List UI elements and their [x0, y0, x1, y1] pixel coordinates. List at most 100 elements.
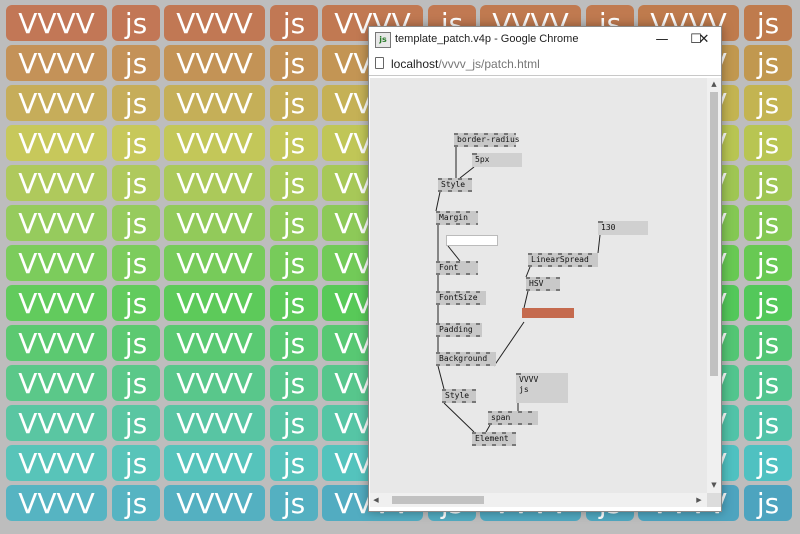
tile-js: js	[112, 325, 160, 361]
tile-vvvv: VVVV	[164, 405, 265, 441]
patch-link	[523, 290, 529, 309]
tile-vvvv: VVVV	[164, 85, 265, 121]
tile-js: js	[270, 5, 318, 41]
scroll-right-arrow-icon[interactable]: ▶	[696, 496, 702, 504]
vertical-scroll-thumb[interactable]	[710, 92, 718, 376]
tile-js: js	[112, 405, 160, 441]
iobox-5px[interactable]: 5px	[472, 153, 522, 167]
patch-link	[443, 402, 475, 433]
tile-vvvv: VVVV	[164, 205, 265, 241]
node-margin[interactable]: Margin	[436, 211, 478, 225]
tile-vvvv: VVVV	[164, 485, 265, 521]
tile-vvvv: VVVV	[6, 5, 107, 41]
patch-canvas[interactable]: border-radius 5px Style Margin Font Font…	[370, 78, 707, 493]
address-bar[interactable]: localhost/vvvv_js/patch.html	[369, 53, 721, 76]
tile-vvvv: VVVV	[6, 325, 107, 361]
node-fontsize[interactable]: FontSize	[436, 291, 486, 305]
vvvv-js-app-icon: js	[375, 32, 391, 48]
tile-js: js	[744, 5, 792, 41]
tile-vvvv: VVVV	[6, 85, 107, 121]
patch-link	[493, 321, 525, 367]
tile-js: js	[744, 365, 792, 401]
tile-js: js	[744, 205, 792, 241]
tile-js: js	[744, 325, 792, 361]
tile-js: js	[112, 205, 160, 241]
tile-js: js	[112, 245, 160, 281]
patch-link	[459, 166, 475, 179]
chrome-window: js template_patch.v4p - Google Chrome — …	[368, 26, 722, 512]
horizontal-scroll-thumb[interactable]	[392, 496, 484, 504]
patch-link	[435, 191, 441, 212]
tile-vvvv: VVVV	[6, 125, 107, 161]
node-style-top[interactable]: Style	[438, 178, 472, 192]
vertical-scrollbar[interactable]: ▲ ▼	[707, 78, 721, 493]
tile-js: js	[744, 285, 792, 321]
iobox-vvvv-js[interactable]: VVVV js	[516, 373, 568, 403]
tile-js: js	[270, 85, 318, 121]
scroll-down-arrow-icon[interactable]: ▼	[711, 481, 717, 489]
tile-js: js	[270, 165, 318, 201]
node-linearspread[interactable]: LinearSpread	[528, 253, 598, 267]
node-element[interactable]: Element	[472, 432, 516, 446]
node-hsv[interactable]: HSV	[526, 277, 560, 291]
tile-vvvv: VVVV	[6, 45, 107, 81]
tile-vvvv: VVVV	[6, 205, 107, 241]
color-iobox[interactable]	[522, 308, 574, 318]
iobox-130[interactable]: 130	[598, 221, 648, 235]
tile-vvvv: VVVV	[164, 325, 265, 361]
minimize-button[interactable]: —	[655, 32, 669, 47]
tile-vvvv: VVVV	[6, 165, 107, 201]
url-text[interactable]: localhost/vvvv_js/patch.html	[391, 57, 540, 71]
node-border-radius[interactable]: border-radius	[454, 133, 520, 147]
window-titlebar[interactable]: js template_patch.v4p - Google Chrome — …	[369, 27, 721, 53]
patch-link	[447, 245, 461, 262]
tile-js: js	[270, 405, 318, 441]
tile-js: js	[270, 445, 318, 481]
horizontal-scrollbar[interactable]: ◀ ▶	[370, 493, 707, 507]
url-path: /vvvv_js/patch.html	[438, 57, 540, 71]
tile-js: js	[744, 125, 792, 161]
tile-js: js	[744, 165, 792, 201]
tile-js: js	[270, 245, 318, 281]
scroll-left-arrow-icon[interactable]: ◀	[373, 496, 379, 504]
node-span[interactable]: span	[488, 411, 538, 425]
node-font[interactable]: Font	[436, 261, 478, 275]
tile-js: js	[270, 125, 318, 161]
node-style-bottom[interactable]: Style	[442, 389, 476, 403]
tile-vvvv: VVVV	[6, 285, 107, 321]
patch-link	[597, 234, 601, 254]
node-padding[interactable]: Padding	[436, 323, 482, 337]
tile-js: js	[744, 405, 792, 441]
scroll-up-arrow-icon[interactable]: ▲	[711, 80, 717, 88]
tile-js: js	[744, 445, 792, 481]
tile-js: js	[112, 165, 160, 201]
tile-vvvv: VVVV	[164, 45, 265, 81]
tile-js: js	[270, 205, 318, 241]
tile-vvvv: VVVV	[6, 245, 107, 281]
tile-js: js	[270, 285, 318, 321]
tile-js: js	[744, 485, 792, 521]
scrollbar-corner	[707, 493, 721, 507]
string-input-box[interactable]	[446, 235, 498, 246]
tile-js: js	[112, 285, 160, 321]
tile-vvvv: VVVV	[6, 445, 107, 481]
patch-link	[437, 365, 445, 390]
tile-vvvv: VVVV	[164, 245, 265, 281]
url-host: localhost	[391, 57, 439, 71]
tile-vvvv: VVVV	[164, 285, 265, 321]
page-icon	[375, 57, 384, 69]
tile-vvvv: VVVV	[164, 125, 265, 161]
tile-js: js	[112, 125, 160, 161]
patch-link	[525, 266, 531, 278]
tile-vvvv: VVVV	[164, 165, 265, 201]
tile-vvvv: VVVV	[164, 5, 265, 41]
tile-js: js	[112, 445, 160, 481]
tile-js: js	[112, 85, 160, 121]
tile-vvvv: VVVV	[6, 405, 107, 441]
patch-link	[485, 424, 491, 433]
tile-js: js	[112, 485, 160, 521]
tile-js: js	[744, 45, 792, 81]
node-background[interactable]: Background	[436, 352, 496, 366]
maximize-button[interactable]: ☐	[690, 32, 702, 47]
close-button[interactable]: ✕	[698, 32, 710, 47]
